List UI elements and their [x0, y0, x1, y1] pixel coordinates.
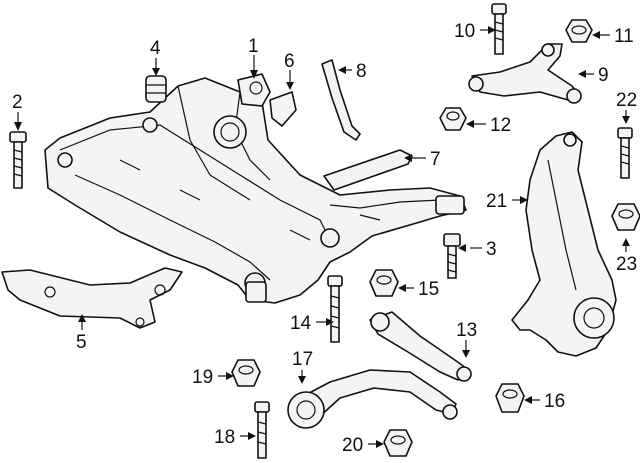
callout-4: 4 [150, 38, 161, 59]
callout-2: 2 [12, 92, 23, 113]
callout-10: 10 [454, 21, 475, 42]
callout-1: 1 [248, 36, 259, 57]
part-2-bolt [9, 131, 27, 189]
callout-16: 16 [544, 391, 565, 412]
callout-18: 18 [214, 427, 235, 448]
callout-21: 21 [486, 191, 507, 212]
part-16-nut [495, 383, 525, 413]
part-4-bushing [145, 75, 167, 103]
part-12-nut [439, 107, 467, 131]
part-3-bolt [443, 233, 461, 279]
callout-7: 7 [430, 149, 441, 170]
leader-lines [14, 26, 630, 448]
part-21-knuckle [511, 131, 617, 357]
part-7-plate [323, 149, 413, 191]
part-6-bracket [269, 91, 297, 127]
callout-14: 14 [290, 313, 312, 334]
callout-15: 15 [418, 279, 439, 300]
part-23-nut [611, 203, 640, 231]
part-1-mount [237, 73, 271, 107]
part-22-bolt [617, 127, 633, 179]
callout-17: 17 [292, 349, 313, 370]
callout-13: 13 [456, 320, 477, 341]
part-19-nut [231, 359, 261, 387]
callout-23: 23 [616, 254, 637, 275]
callout-11: 11 [614, 26, 634, 47]
front-subframe [44, 77, 467, 304]
callout-5: 5 [76, 332, 87, 353]
part-8-brace [321, 59, 361, 141]
callout-numbers: 1 2 3 4 5 6 7 8 9 10 11 12 13 14 15 16 1… [12, 21, 637, 456]
part-14-bolt [327, 275, 343, 343]
part-11-nut [565, 19, 593, 43]
part-15-nut [369, 269, 399, 297]
callout-8: 8 [356, 61, 367, 82]
part-18-bolt [254, 401, 270, 459]
callout-3: 3 [486, 239, 497, 260]
callout-9: 9 [598, 65, 609, 86]
callout-12: 12 [490, 115, 511, 136]
part-17-lower-arm [287, 369, 458, 429]
part-20-nut [383, 429, 413, 457]
callout-6: 6 [284, 51, 295, 72]
part-13-strut [369, 311, 472, 382]
callout-19: 19 [192, 367, 213, 388]
callout-20: 20 [342, 435, 363, 456]
callout-22: 22 [616, 90, 637, 111]
part-5-brace-plate [1, 267, 183, 329]
part-10-bolt [491, 3, 507, 55]
part-9-upper-arm [468, 43, 582, 104]
